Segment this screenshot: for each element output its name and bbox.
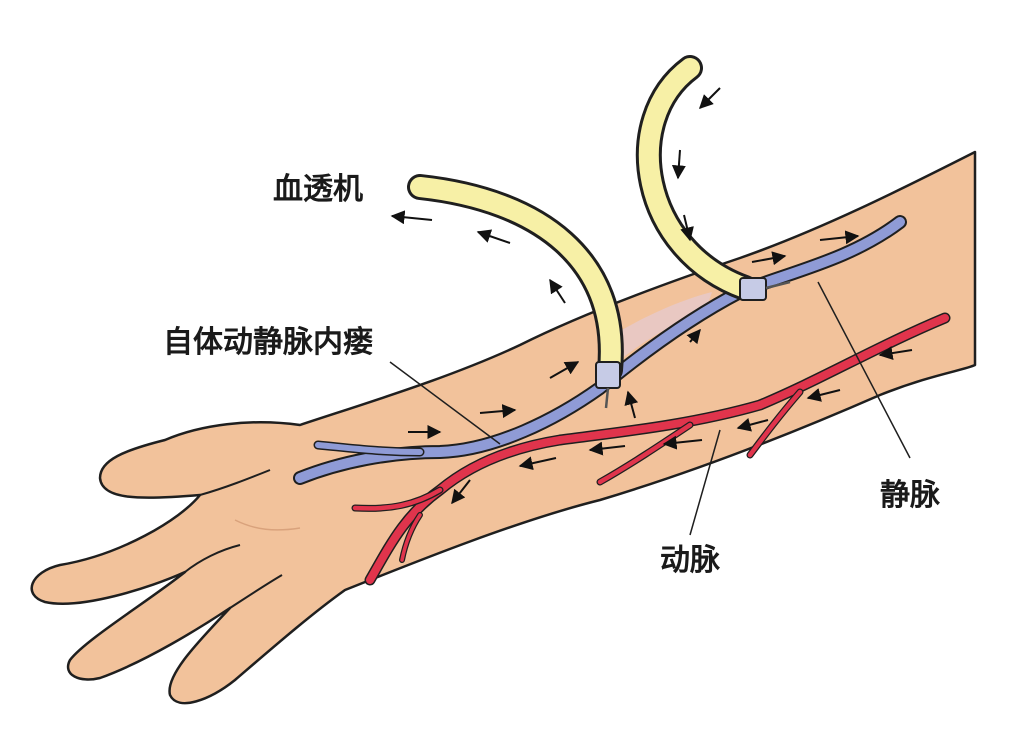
finger-crease (229, 574, 283, 609)
vein-leader (817, 281, 911, 459)
fistula-leader (389, 361, 501, 445)
finger-crease (184, 544, 241, 573)
forearm (30, 150, 977, 705)
blood-flow-arrow (390, 87, 913, 505)
artery-leader (689, 429, 721, 536)
needle (604, 387, 610, 409)
fistula-zone (605, 292, 712, 360)
needle (765, 280, 791, 290)
thumb-crease (199, 469, 271, 496)
needle-hub (595, 361, 621, 389)
label-artery: 动脉 (660, 543, 721, 578)
arm-illustration (30, 150, 977, 705)
dialysis-tube (407, 55, 758, 383)
label-machine: 血透机 (273, 172, 363, 207)
palm-line (234, 519, 301, 531)
needle-hub (739, 277, 767, 301)
label-vein: 静脉 (880, 478, 941, 513)
label-fistula: 自体动静脉内瘘 (163, 325, 373, 360)
artery-vessel (351, 312, 951, 586)
